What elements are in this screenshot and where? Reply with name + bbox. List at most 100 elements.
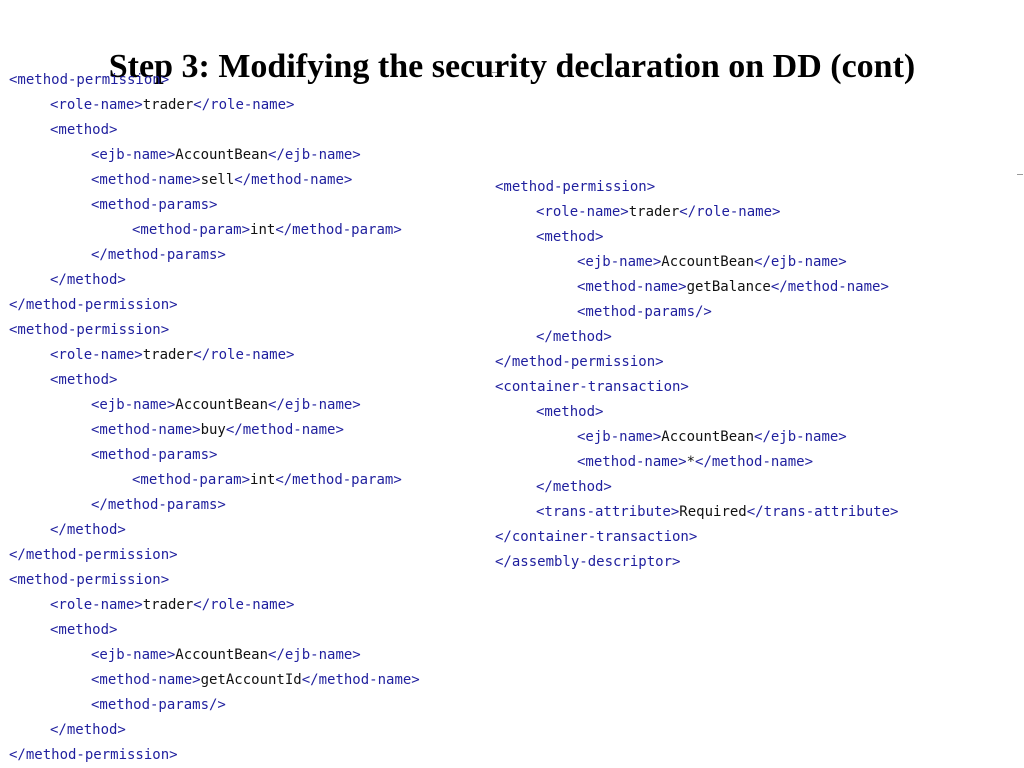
xml-tag: <role-name> <box>50 597 143 613</box>
xml-tag: <method> <box>536 404 604 420</box>
code-line: <method-name>*</method-name> <box>495 450 898 475</box>
xml-tag: <ejb-name> <box>577 429 662 445</box>
xml-tag: </method-name> <box>695 454 814 470</box>
code-line: <method> <box>9 118 420 143</box>
xml-tag: <method-params/> <box>577 304 712 320</box>
xml-tag: </method-param> <box>275 222 402 238</box>
xml-tag: </method> <box>536 479 612 495</box>
xml-tag: <method-permission> <box>495 179 656 195</box>
code-line: <ejb-name>AccountBean</ejb-name> <box>495 250 898 275</box>
xml-tag: </ejb-name> <box>754 429 847 445</box>
xml-tag: </method> <box>50 272 126 288</box>
code-line: <role-name>trader</role-name> <box>9 93 420 118</box>
xml-tag: <method-params> <box>91 447 218 463</box>
code-line: <method-name>getAccountId</method-name> <box>9 668 420 693</box>
decorative-tick <box>492 72 497 73</box>
xml-value: * <box>686 454 696 470</box>
xml-tag: </ejb-name> <box>754 254 847 270</box>
xml-tag: </method-permission> <box>495 354 664 370</box>
code-line: <method> <box>9 368 420 393</box>
xml-value: int <box>250 472 276 488</box>
xml-tag: <role-name> <box>50 347 143 363</box>
xml-tag: </method-param> <box>275 472 402 488</box>
xml-tag: <role-name> <box>50 97 143 113</box>
code-line: <ejb-name>AccountBean</ejb-name> <box>9 643 420 668</box>
code-line: </method-params> <box>9 243 420 268</box>
code-line: <ejb-name>AccountBean</ejb-name> <box>9 393 420 418</box>
xml-tag: <ejb-name> <box>91 147 176 163</box>
xml-value: buy <box>200 422 226 438</box>
slide-title-step: Step 3: <box>108 47 210 85</box>
xml-tag: <method> <box>50 372 118 388</box>
code-line: <method-name>buy</method-name> <box>9 418 420 443</box>
code-line: </method-permission> <box>9 543 420 568</box>
xml-tag: <method-name> <box>577 279 687 295</box>
xml-tag: <method-permission> <box>9 572 170 588</box>
xml-tag: <method> <box>50 622 118 638</box>
xml-value: Required <box>679 504 747 520</box>
xml-tag: </method-name> <box>301 672 420 688</box>
xml-tag: </role-name> <box>193 97 295 113</box>
code-line: <method-permission> <box>495 175 898 200</box>
code-line: <method-params/> <box>9 693 420 718</box>
slide-title: Step 3: Modifying the security declarati… <box>0 45 1024 89</box>
xml-value: sell <box>200 172 235 188</box>
code-line: </method> <box>9 268 420 293</box>
xml-tag: </method> <box>50 522 126 538</box>
xml-value: AccountBean <box>175 397 269 413</box>
xml-value: AccountBean <box>661 429 755 445</box>
xml-tag: <ejb-name> <box>577 254 662 270</box>
xml-tag: </method-permission> <box>9 547 178 563</box>
xml-tag: </method-params> <box>91 247 226 263</box>
xml-tag: <container-transaction> <box>495 379 689 395</box>
code-line: <role-name>trader</role-name> <box>9 593 420 618</box>
xml-tag: <role-name> <box>536 204 629 220</box>
xml-tag: </method-name> <box>225 422 344 438</box>
code-line: <method-permission> <box>9 318 420 343</box>
code-line: <container-transaction> <box>495 375 898 400</box>
xml-tag: <method> <box>50 122 118 138</box>
xml-tag: <method-name> <box>91 422 201 438</box>
code-line: <method-params> <box>9 443 420 468</box>
code-line: <method-name>sell</method-name> <box>9 168 420 193</box>
xml-value: getBalance <box>686 279 771 295</box>
xml-value: trader <box>142 97 194 113</box>
xml-tag: </ejb-name> <box>268 147 361 163</box>
code-line: </method-permission> <box>495 350 898 375</box>
xml-tag: </method> <box>536 329 612 345</box>
code-line: <method-param>int</method-param> <box>9 468 420 493</box>
xml-tag: <method-param> <box>132 472 251 488</box>
code-line: <method-permission> <box>9 568 420 593</box>
code-line: <method-name>getBalance</method-name> <box>495 275 898 300</box>
code-line: </method> <box>495 325 898 350</box>
code-line: </method-permission> <box>9 293 420 318</box>
code-line: <role-name>trader</role-name> <box>9 343 420 368</box>
xml-tag: </role-name> <box>193 597 295 613</box>
xml-value: AccountBean <box>661 254 755 270</box>
xml-tag: </role-name> <box>679 204 781 220</box>
xml-tag: </method> <box>50 722 126 738</box>
code-line: <method> <box>495 225 898 250</box>
xml-tag: </trans-attribute> <box>746 504 899 520</box>
code-line: <method-permission> <box>9 68 420 93</box>
xml-tag: <method-param> <box>132 222 251 238</box>
code-block-right: <method-permission> <role-name>trader</ro… <box>495 175 898 575</box>
xml-value: trader <box>142 347 194 363</box>
code-line: <method-param>int</method-param> <box>9 218 420 243</box>
xml-tag: <method> <box>536 229 604 245</box>
xml-tag: <method-params> <box>91 197 218 213</box>
code-line: </method-params> <box>9 493 420 518</box>
code-line: <ejb-name>AccountBean</ejb-name> <box>495 425 898 450</box>
code-line: <ejb-name>AccountBean</ejb-name> <box>9 143 420 168</box>
xml-tag: </role-name> <box>193 347 295 363</box>
xml-value: getAccountId <box>200 672 302 688</box>
xml-tag: </method-params> <box>91 497 226 513</box>
xml-tag: <trans-attribute> <box>536 504 680 520</box>
xml-tag: </ejb-name> <box>268 647 361 663</box>
xml-value: int <box>250 222 276 238</box>
xml-tag: </method-permission> <box>9 297 178 313</box>
code-line: <method-params> <box>9 193 420 218</box>
code-line: <method> <box>9 618 420 643</box>
code-line: </assembly-descriptor> <box>495 550 898 575</box>
code-line: <role-name>trader</role-name> <box>495 200 898 225</box>
